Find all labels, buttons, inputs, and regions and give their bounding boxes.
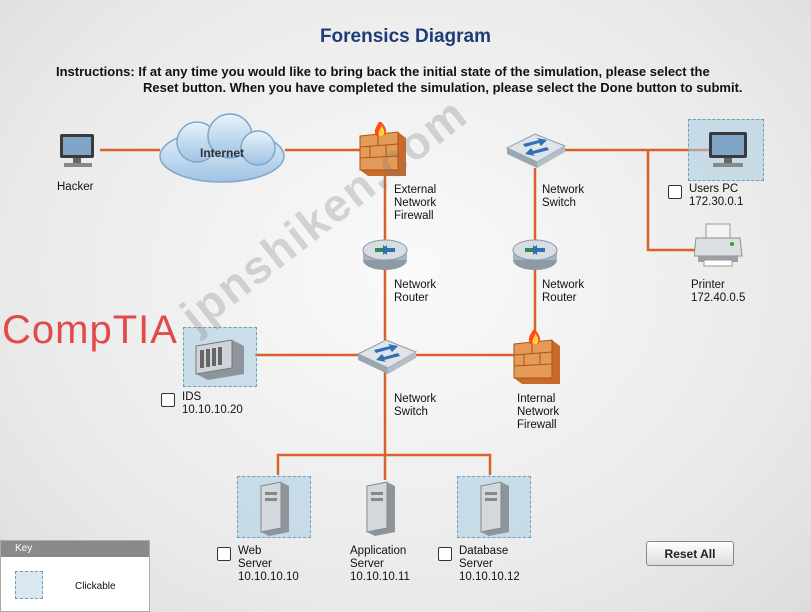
web-server-name: Web Server: [238, 545, 272, 570]
app-server-name: Application Server: [350, 545, 407, 570]
printer-name: Printer: [691, 279, 725, 291]
external-firewall-label: External Network Firewall: [394, 184, 437, 222]
printer-icon: [693, 223, 743, 267]
switch-icon: [356, 339, 418, 374]
router-icon: [512, 239, 558, 270]
key-clickable-label: Clickable: [75, 581, 116, 592]
router-right-node: [511, 236, 559, 277]
switch-center-label: Network Switch: [394, 393, 437, 418]
internal-firewall-node: [512, 328, 562, 391]
instructions-line-1: Instructions: If at any time you would l…: [56, 64, 710, 79]
server-tower-icon: [366, 481, 395, 536]
key-legend: Key Clickable: [0, 540, 150, 612]
users-pc-clickable[interactable]: [688, 119, 764, 181]
key-heading: Key: [1, 541, 149, 557]
external-firewall-node: [358, 120, 408, 183]
router-icon: [362, 239, 408, 270]
hacker-node: [58, 132, 98, 175]
firewall-icon: [359, 120, 406, 176]
router-right-label: Network Router: [542, 279, 585, 304]
router-left-label: Network Router: [394, 279, 437, 304]
cloud-icon: Internet: [159, 113, 285, 183]
ids-appliance-icon: [195, 339, 244, 380]
computer-monitor-icon: [60, 134, 94, 167]
reset-all-button[interactable]: Reset All: [646, 541, 734, 566]
users-pc-ip: 172.30.0.1: [689, 196, 744, 208]
web-server-ip: 10.10.10.10: [238, 571, 299, 583]
database-server-checkbox[interactable]: [438, 547, 452, 561]
ids-clickable[interactable]: [183, 327, 257, 387]
switch-center-node: [356, 336, 418, 381]
switch-top-node: [505, 130, 567, 175]
page-title: Forensics Diagram: [319, 26, 492, 47]
server-tower-icon: [260, 481, 289, 536]
web-server-clickable[interactable]: [237, 476, 311, 538]
link-switch-printer: [646, 150, 700, 252]
web-server-checkbox[interactable]: [217, 547, 231, 561]
app-server-ip: 10.10.10.11: [350, 571, 410, 583]
ids-name: IDS: [182, 391, 202, 403]
computer-monitor-icon: [709, 132, 747, 167]
instructions-line-2: Reset button. When you have completed th…: [143, 80, 743, 95]
switch-icon: [505, 133, 567, 168]
comptia-logo: CompTIA: [2, 308, 178, 352]
printer-node: [693, 222, 744, 273]
ids-checkbox[interactable]: [161, 393, 175, 407]
app-server-node: [363, 480, 399, 541]
users-pc-name: Users PC: [689, 183, 739, 195]
internet-label: Internet: [200, 146, 244, 160]
router-left-node: [361, 236, 409, 277]
internet-node: Internet: [152, 112, 292, 195]
internal-firewall-label: Internal Network Firewall: [517, 393, 560, 431]
server-tower-icon: [480, 481, 509, 536]
database-server-name: Database Server: [459, 545, 509, 570]
database-server-clickable[interactable]: [457, 476, 531, 538]
firewall-icon: [513, 328, 560, 384]
hacker-label: Hacker: [57, 181, 94, 193]
instructions-text: Instructions: If at any time you would l…: [56, 64, 796, 96]
clickable-swatch: [15, 571, 43, 599]
printer-ip: 172.40.0.5: [691, 292, 746, 304]
ids-ip: 10.10.10.20: [182, 404, 243, 416]
users-pc-checkbox[interactable]: [668, 185, 682, 199]
switch-top-label: Network Switch: [542, 184, 585, 209]
database-server-ip: 10.10.10.12: [459, 571, 520, 583]
